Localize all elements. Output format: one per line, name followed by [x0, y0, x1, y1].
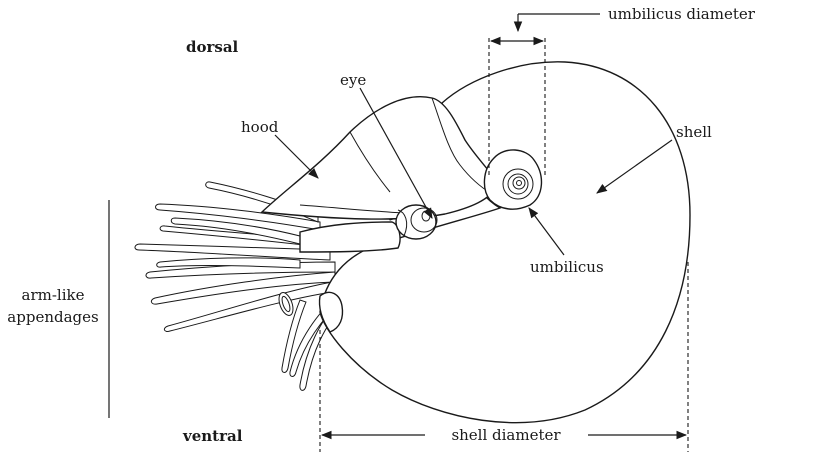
eye-illustration — [396, 205, 437, 239]
ventral-label: ventral — [182, 427, 243, 445]
umbilicus-label: umbilicus — [530, 258, 604, 276]
umbilicus-diameter-label: umbilicus diameter — [608, 5, 756, 23]
hood-label: hood — [241, 118, 279, 136]
shell-label: shell — [676, 123, 712, 141]
arm-like-label-line1: arm-like — [22, 286, 85, 304]
shell-diameter-label: shell diameter — [451, 426, 561, 444]
eye-label: eye — [340, 71, 366, 89]
umbilicus-coil-illustration — [484, 150, 541, 209]
hood-leader-arrow — [275, 135, 318, 178]
arm-like-label-line2: appendages — [7, 308, 98, 326]
dorsal-label: dorsal — [186, 38, 239, 56]
